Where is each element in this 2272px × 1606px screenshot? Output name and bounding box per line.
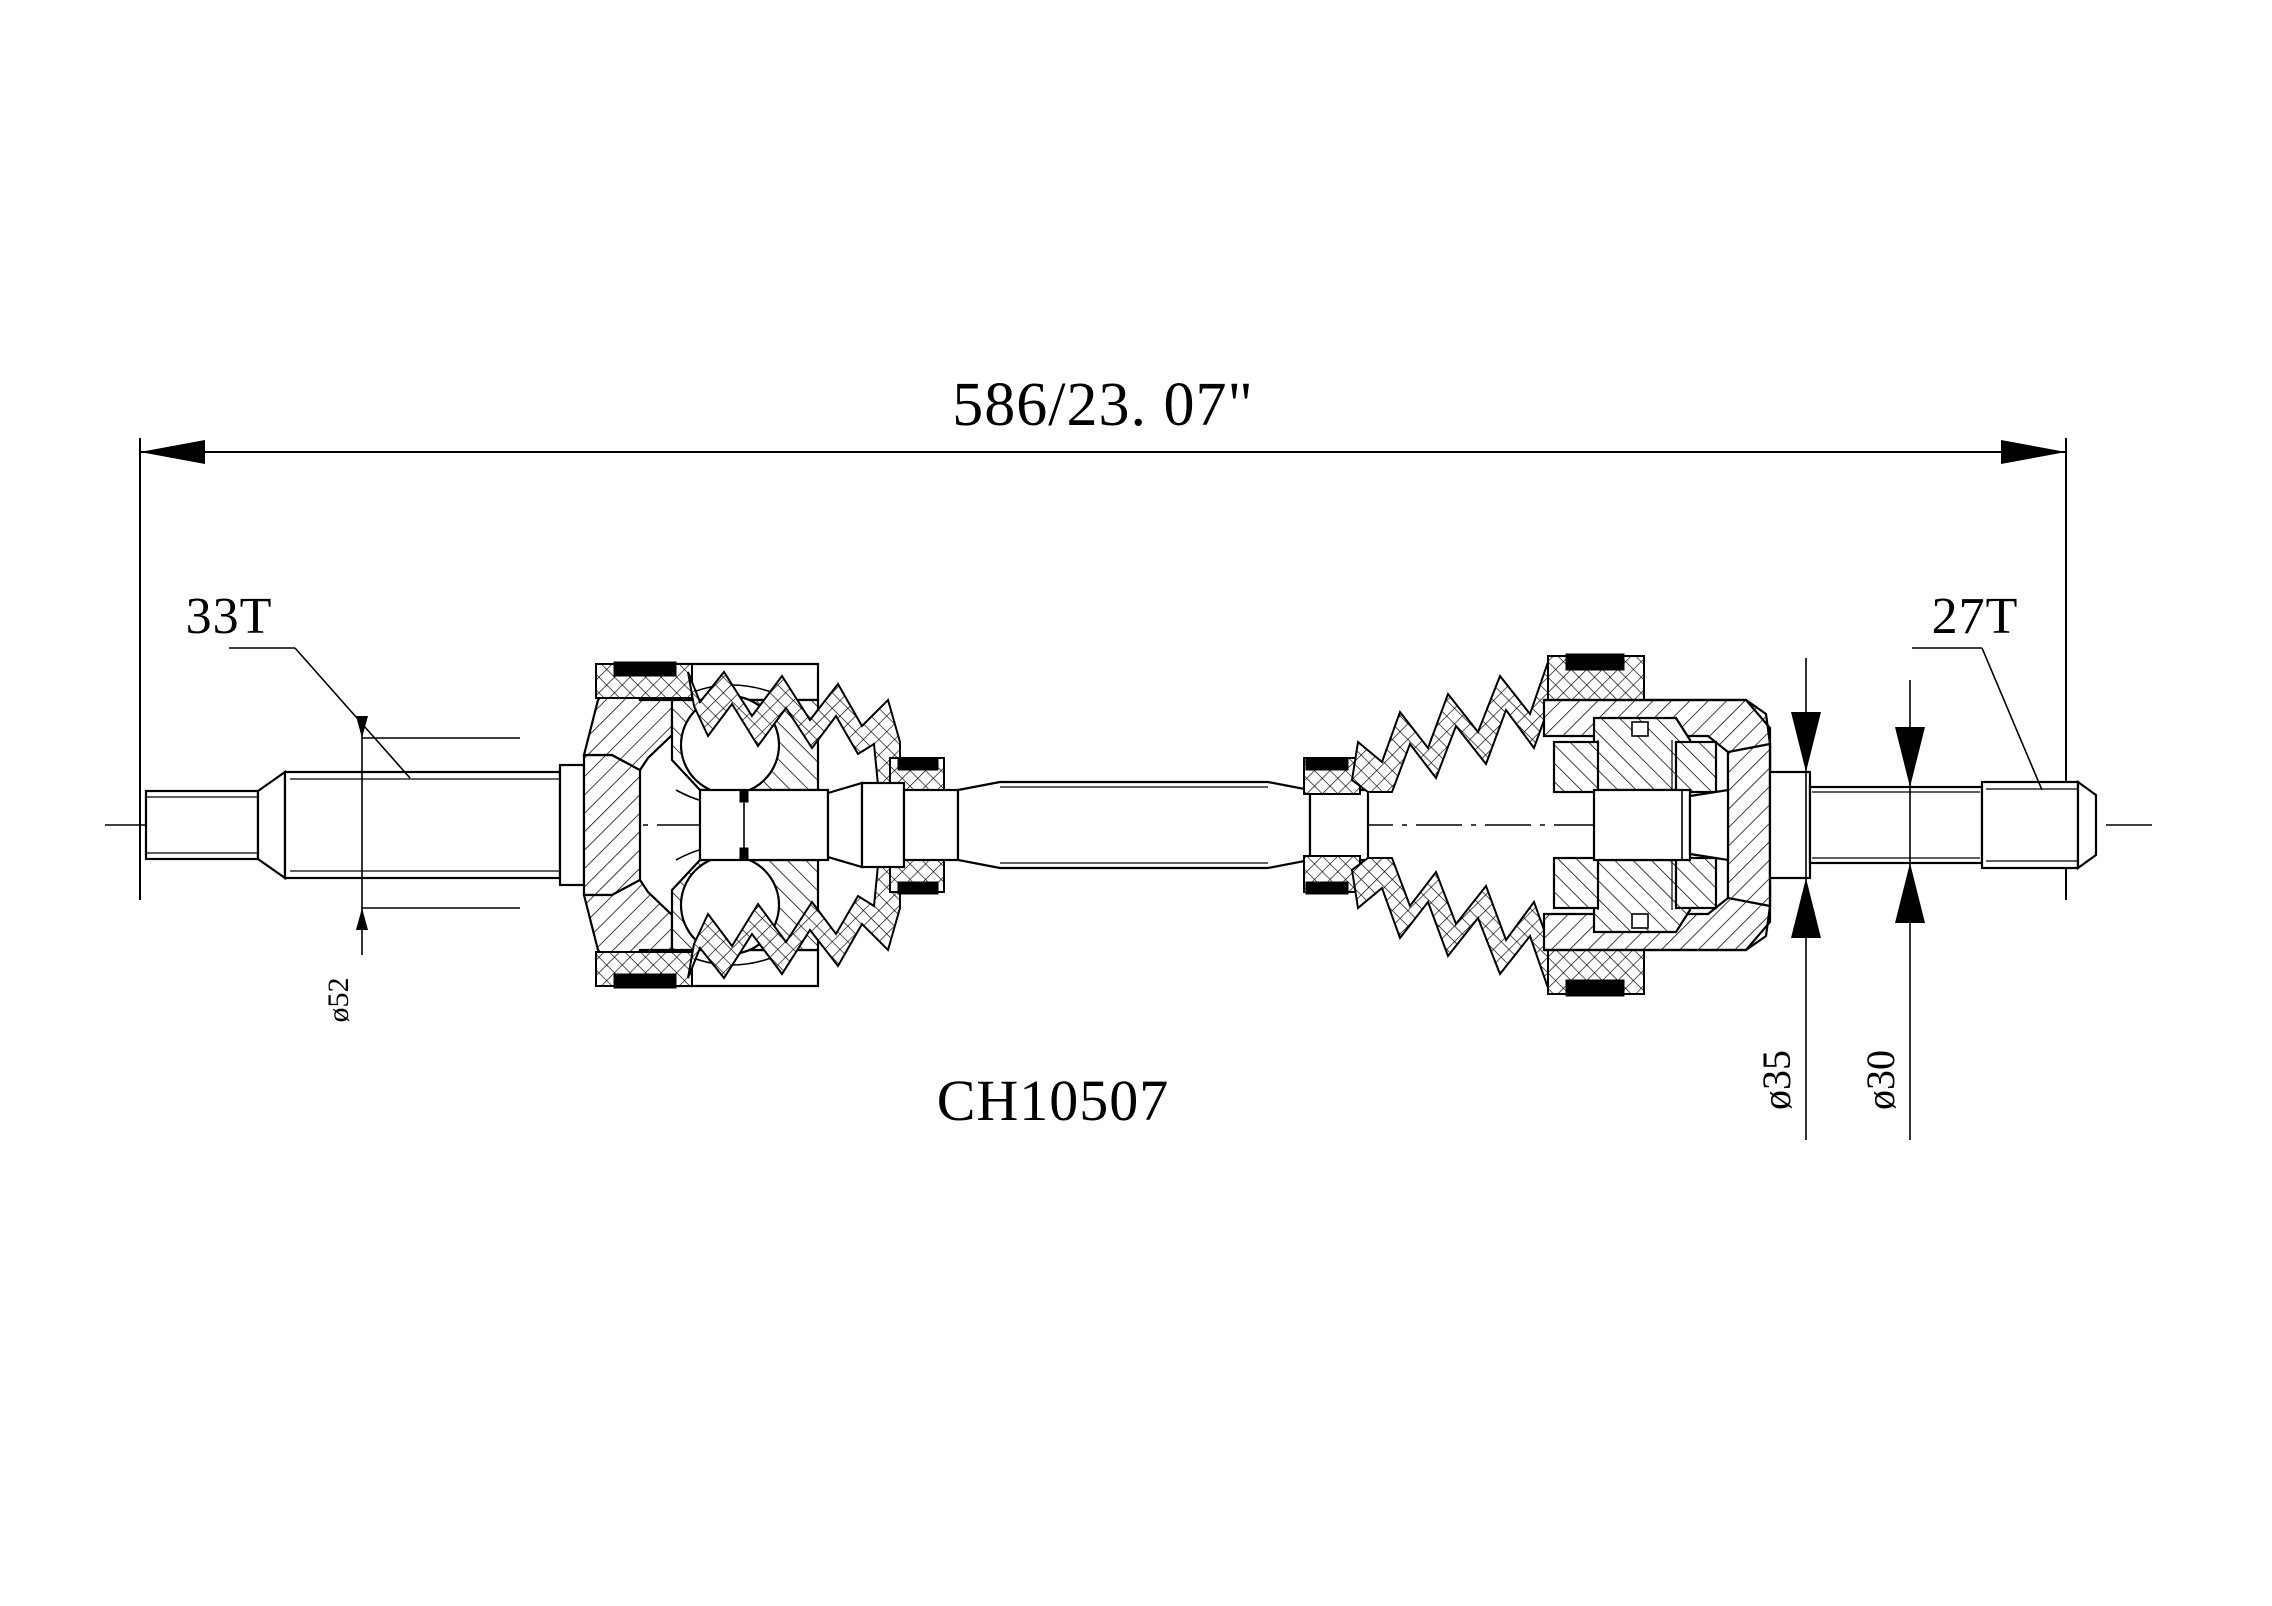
dia30-arrowhead-top-icon [1895, 727, 1925, 787]
cv-hub-center [698, 788, 830, 862]
arrowhead-right-icon [2001, 440, 2066, 464]
right-shaft-shoulder [1768, 770, 1812, 880]
tripod-output-flange [1726, 742, 1772, 908]
tripod-roller-right-upper [1674, 740, 1718, 794]
tripod-shaft-stub [1688, 788, 1730, 862]
right-stub-shaft [1768, 770, 2098, 880]
spline-left-leader-diagonal [294, 647, 411, 779]
diameter-52-dimension: ø52 [322, 716, 520, 1023]
spline-left-callout: 33T [186, 588, 411, 779]
right-spline-section [1980, 780, 2080, 870]
overall-length-text: 586/23. 07" [952, 371, 1254, 439]
mid-shaft-barrel [956, 780, 1312, 870]
spline-right-callout: 27T [1912, 588, 2043, 791]
dia35-arrowhead-top-icon [1791, 712, 1821, 772]
dia30-label: ø30 [1858, 1050, 1903, 1110]
left-shaft-tip [144, 789, 260, 861]
dia35-arrowhead-bottom-icon [1791, 878, 1821, 938]
left-stub-shaft [144, 763, 586, 887]
tripod-pin-bottom [1631, 913, 1649, 929]
left-boot-clamp-lower [897, 881, 939, 895]
cv-boot-clamp-upper [613, 661, 677, 677]
right-boot-upper [1350, 661, 1561, 793]
spline-right-label: 27T [1932, 588, 2019, 645]
spline-right-leader-diagonal [1981, 647, 2043, 791]
tripod-hub [1592, 788, 1692, 862]
right-boot-clamp-lower [1305, 881, 1349, 895]
left-spline-section [283, 770, 562, 880]
overall-length-dimension: 586/23. 07" [139, 371, 2067, 900]
right-boot-housing-seat-lower [1547, 949, 1645, 995]
tripod-roller-left-lower [1552, 856, 1600, 910]
right-shaft-chamfer [2076, 779, 2098, 871]
diameter-30-dimension: ø30 [1858, 680, 1925, 1140]
right-shaft-barrel [1808, 785, 1984, 865]
cv-output-taper [826, 781, 864, 869]
dia52-label: ø52 [322, 978, 355, 1023]
cv-boot-clamp-lower [613, 973, 677, 989]
dia30-arrowhead-bottom-icon [1895, 863, 1925, 923]
mid-shaft-left-collar [860, 781, 906, 869]
spline-left-label: 33T [186, 588, 273, 645]
diameter-35-dimension: ø35 [1754, 658, 1821, 1140]
cv-joint-neck [582, 753, 642, 897]
left-shaft-collar [558, 763, 586, 887]
right-boot-housing-clamp-upper [1565, 653, 1625, 671]
right-boot-housing-clamp-lower [1565, 979, 1625, 997]
intermediate-shaft [860, 780, 1370, 870]
tripod-roller-left-upper [1552, 740, 1600, 794]
right-boot-lower [1350, 857, 1561, 989]
right-boot [1303, 653, 1645, 997]
tripod-pin-top [1631, 721, 1649, 737]
inner-tripod-joint [1542, 698, 1772, 952]
dia52-arrowhead-top-icon [356, 716, 368, 738]
mid-shaft-right-seat [1308, 788, 1370, 862]
left-shaft-taper [256, 769, 287, 881]
dia35-label: ø35 [1754, 1050, 1799, 1110]
mid-shaft-left-seat [902, 788, 960, 862]
left-boot-clamp-upper [897, 757, 939, 771]
right-boot-clamp-upper [1305, 757, 1349, 771]
tripod-roller-right-lower [1674, 856, 1718, 910]
dia52-arrowhead-bottom-icon [356, 908, 368, 930]
part-number-label: CH10507 [937, 1068, 1170, 1133]
arrowhead-left-icon [140, 440, 205, 464]
